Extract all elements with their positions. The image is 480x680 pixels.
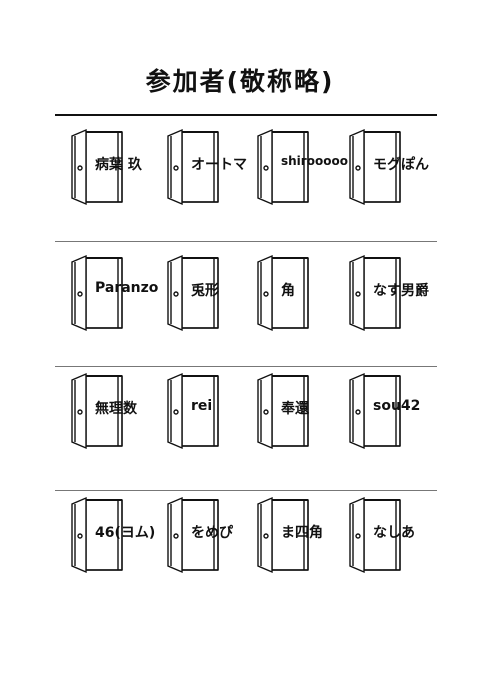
participant-name: をめぴ	[191, 525, 233, 541]
participant-name: ま四角	[281, 525, 323, 541]
door-icon	[68, 126, 132, 206]
participant-name: 奉還	[281, 401, 309, 417]
participant-name: shirooooo	[281, 154, 348, 168]
participant-name: モグぽん	[373, 157, 429, 173]
title-divider	[55, 114, 437, 116]
door-icon	[68, 494, 132, 574]
participant-name: 兎形	[191, 283, 219, 299]
participant-name: なす男爵	[373, 283, 429, 299]
participant-name: オートマ	[191, 157, 247, 173]
participant-name: なしあ	[373, 525, 415, 541]
door-icon	[254, 494, 318, 574]
participant-name: rei	[191, 398, 213, 414]
participant-name: sou42	[373, 398, 421, 414]
door-icon	[164, 126, 228, 206]
row-divider	[55, 490, 437, 491]
participant-name: Paranzo	[95, 280, 159, 296]
page-title: 参加者(敬称略)	[145, 67, 335, 96]
door-icon	[164, 494, 228, 574]
door-icon	[346, 494, 410, 574]
door-icon	[346, 126, 410, 206]
door-icon	[164, 370, 228, 450]
participant-name: 角	[281, 283, 295, 299]
door-icon	[164, 252, 228, 332]
door-icon	[254, 252, 318, 332]
door-icon	[68, 252, 132, 332]
door-icon	[68, 370, 132, 450]
participant-name: 無理数	[95, 401, 137, 417]
door-icon	[254, 126, 318, 206]
row-divider	[55, 366, 437, 367]
door-icon	[346, 252, 410, 332]
row-divider	[55, 241, 437, 242]
participant-name: 病葉 玖	[95, 157, 142, 173]
participant-name: 46(ヨム)	[95, 525, 156, 541]
door-icon	[254, 370, 318, 450]
door-icon	[346, 370, 410, 450]
